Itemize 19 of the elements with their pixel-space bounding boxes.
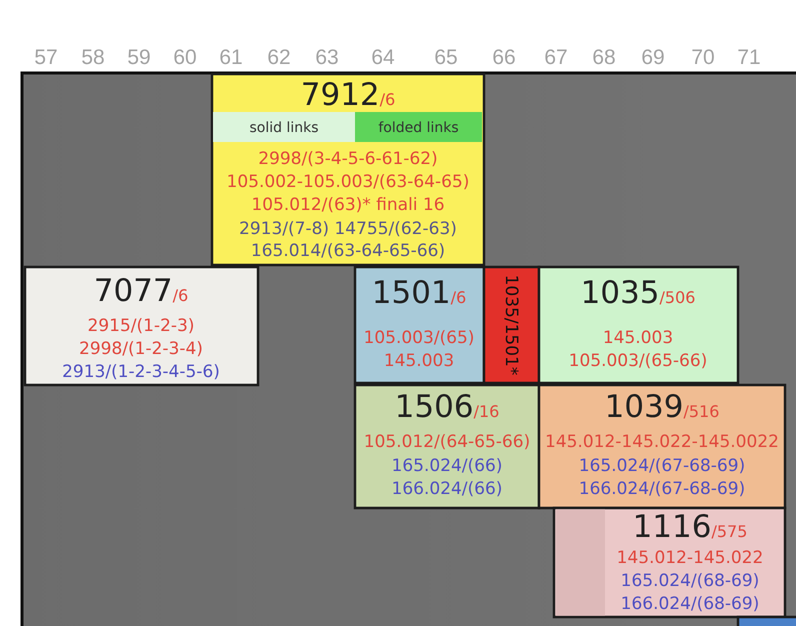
ruler-number: 71 [738, 50, 760, 64]
label-cell: folded links [355, 112, 482, 142]
info-box [736, 616, 796, 626]
ruler-number: 61 [220, 49, 242, 64]
ruler-number: 59 [128, 49, 150, 64]
ruler-number: 66 [493, 49, 515, 64]
ruler-number: 60 [174, 49, 196, 64]
ruler-number: 57 [35, 50, 57, 64]
ruler-number: 69 [642, 49, 664, 64]
ruler-number: 68 [593, 49, 615, 64]
ruler-number: 62 [268, 49, 290, 64]
ruler-number: 64 [372, 49, 394, 64]
vertical-label-box: 1035/1501* [482, 266, 540, 384]
label-cell: solid links [213, 112, 355, 142]
ruler-number: 67 [545, 49, 567, 64]
ruler-number: 70 [692, 49, 714, 64]
ruler-number: 65 [435, 49, 457, 64]
ruler-number: 63 [316, 49, 338, 64]
ruler-number: 58 [82, 49, 104, 64]
